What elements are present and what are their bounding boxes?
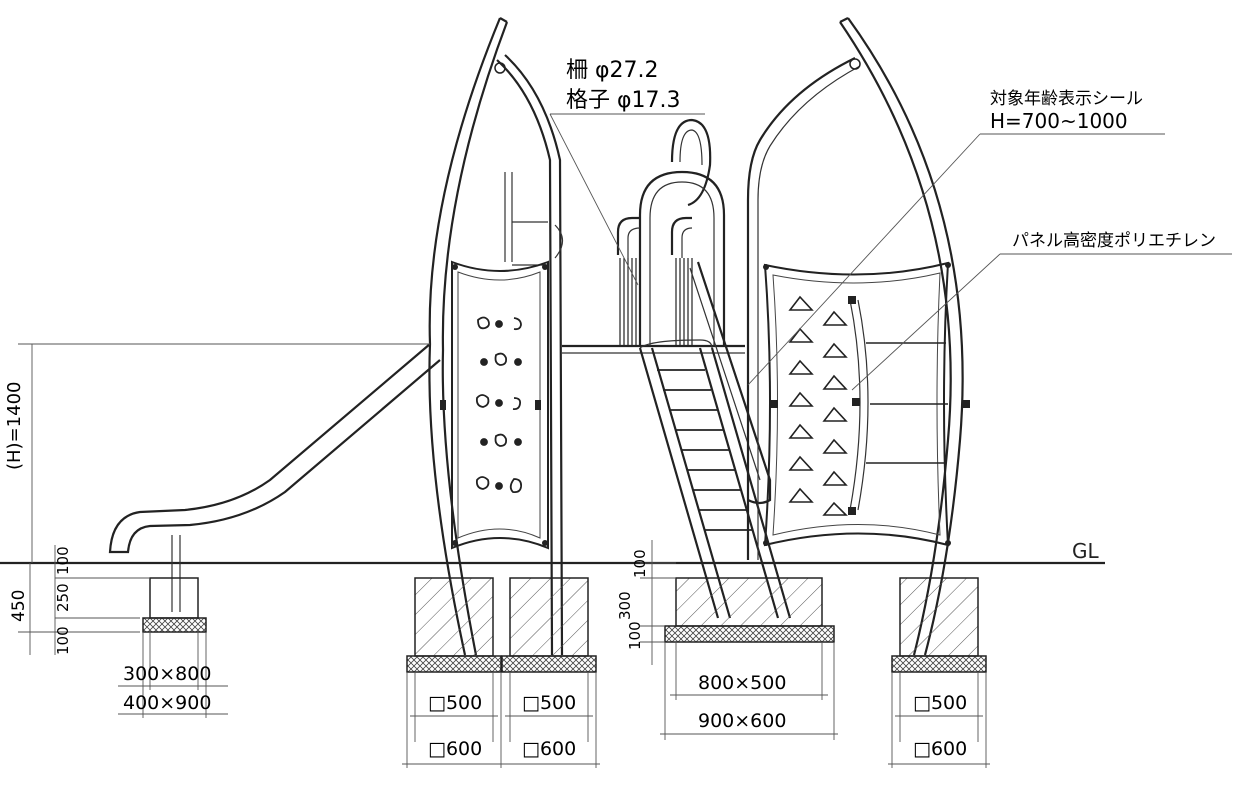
dim-450: 450 (9, 590, 29, 622)
slide-footing-outer: 400×900 (123, 692, 211, 714)
post1-inner: □500 (428, 692, 482, 714)
age-sticker-line1: 対象年齢表示シール (990, 89, 1143, 109)
footing-1 (406, 577, 502, 673)
ladder-footing-inner: 800×500 (698, 672, 786, 694)
post-footings (406, 577, 987, 673)
left-footing-dimensions: 450 100 250 100 (9, 545, 150, 655)
right-tower (746, 17, 964, 656)
dim-250: 250 (54, 583, 72, 612)
slide (108, 343, 441, 612)
left-climbing-panel (440, 260, 549, 550)
age-sticker-line2: H=700~1000 (990, 109, 1128, 133)
rail-spec-line1: 柵 φ27.2 (566, 58, 659, 83)
slide-footing-dimensions: 300×800 400×900 (118, 632, 228, 718)
age-sticker-callout: 対象年齢表示シール H=700~1000 (747, 89, 1165, 386)
right-climbing-panel (763, 261, 970, 547)
ladder-footing (664, 577, 835, 643)
slide-footing-inner: 300×800 (123, 663, 211, 685)
footing-3 (891, 577, 987, 673)
rail-spec-line2: 格子 φ17.3 (566, 88, 681, 113)
rail-spec-callout: 柵 φ27.2 格子 φ17.3 (549, 58, 705, 286)
right-panel-holds (788, 295, 848, 516)
dim-100-top: 100 (54, 546, 72, 575)
height-dimension: (H)=1400 (4, 343, 430, 563)
panel-material-label: パネル高密度ポリエチレン (1012, 231, 1216, 251)
dim-100-bottom: 100 (54, 626, 72, 655)
panel-material-callout: パネル高密度ポリエチレン (851, 231, 1232, 391)
post-footing-dimensions: □500 □600 □500 □600 □500 □600 (402, 672, 990, 768)
post1-outer: □600 (428, 738, 482, 760)
ladder-dim-100-bottom: 100 (626, 621, 644, 650)
post3-inner: □500 (913, 692, 967, 714)
ladder-footing-outer: 900×600 (698, 710, 786, 732)
slide-footing (142, 577, 207, 633)
post2-outer: □600 (522, 738, 576, 760)
ladder-footing-dimensions: 100 300 100 800×500 900×600 (616, 540, 838, 740)
top-arch-railing (616, 118, 726, 346)
post2-inner: □500 (522, 692, 576, 714)
ladder-dim-300: 300 (616, 591, 634, 620)
ladder-dim-100-top: 100 (631, 549, 649, 578)
ladder-rungs (657, 369, 753, 531)
left-tower (428, 17, 564, 656)
post3-outer: □600 (913, 738, 967, 760)
ladder (638, 261, 792, 619)
footing-2 (501, 577, 597, 673)
height-dimension-text: (H)=1400 (4, 382, 25, 470)
ground-level-label: GL (1072, 539, 1099, 563)
left-panel-holds (475, 316, 523, 494)
